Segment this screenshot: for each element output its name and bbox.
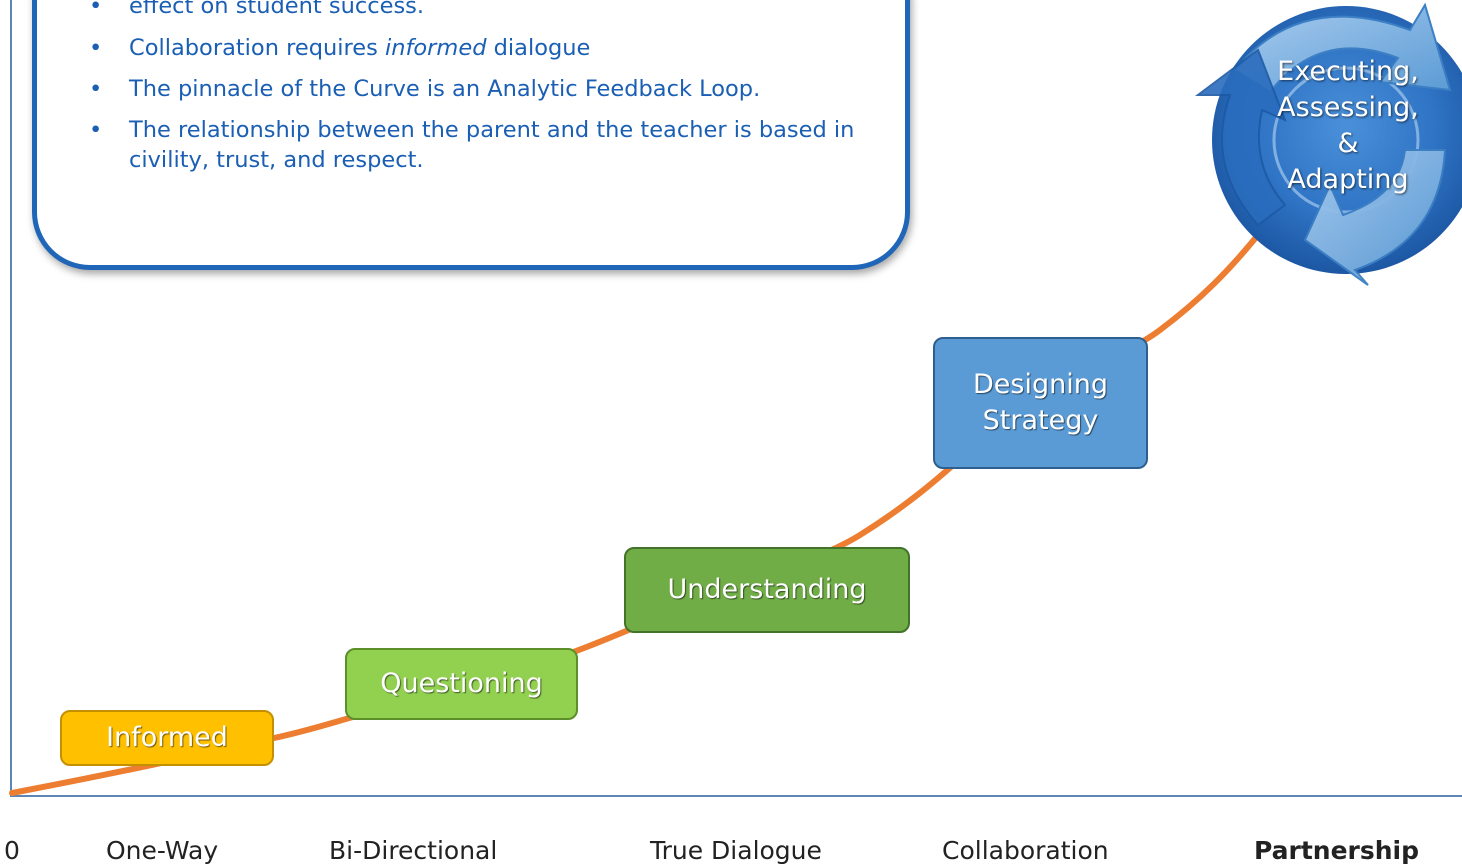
bullet-item: •Collaboration requires informed dialogu… — [89, 35, 591, 61]
key-points-callout: •effect on student success. •Collaborati… — [32, 0, 910, 270]
bullet-item: •The relationship between the parent and… — [89, 117, 855, 173]
bullet-icon: • — [89, 76, 103, 102]
feedback-loop-cycle-icon — [1195, 2, 1462, 286]
bullet-item: •The pinnacle of the Curve is an Analyti… — [89, 76, 761, 102]
growth-curve — [9, 227, 1265, 796]
stage-questioning: Questioning — [345, 648, 578, 720]
x-axis-label-bi-directional: Bi-Directional — [329, 836, 498, 865]
stage-understanding: Understanding — [624, 547, 910, 633]
x-axis-label-collaboration: Collaboration — [942, 836, 1109, 865]
x-axis-label-true-dialogue: True Dialogue — [650, 836, 822, 865]
x-axis-line — [10, 795, 1462, 797]
bullet-icon: • — [89, 117, 103, 143]
cycle-arrow-bottom — [1303, 149, 1447, 286]
bullet-item: •effect on student success. — [89, 0, 879, 21]
key-points-list: •effect on student success. •Collaborati… — [89, 0, 879, 186]
y-axis-line — [10, 0, 12, 796]
cycle-label: Executing, Assessing, & Adapting — [1277, 56, 1419, 195]
cycle-arrow-top — [1233, 2, 1452, 94]
x-axis-label-0: 0 — [4, 836, 20, 865]
stage-designing-strategy: Designing Strategy — [933, 337, 1148, 469]
x-axis-label-one-way: One-Way — [106, 836, 219, 865]
stage-informed: Informed — [60, 710, 274, 766]
x-axis-label-partnership: Partnership — [1254, 836, 1420, 865]
bullet-icon: • — [89, 35, 103, 61]
bullet-icon: • — [89, 0, 103, 19]
cycle-arrow-left — [1195, 48, 1287, 227]
